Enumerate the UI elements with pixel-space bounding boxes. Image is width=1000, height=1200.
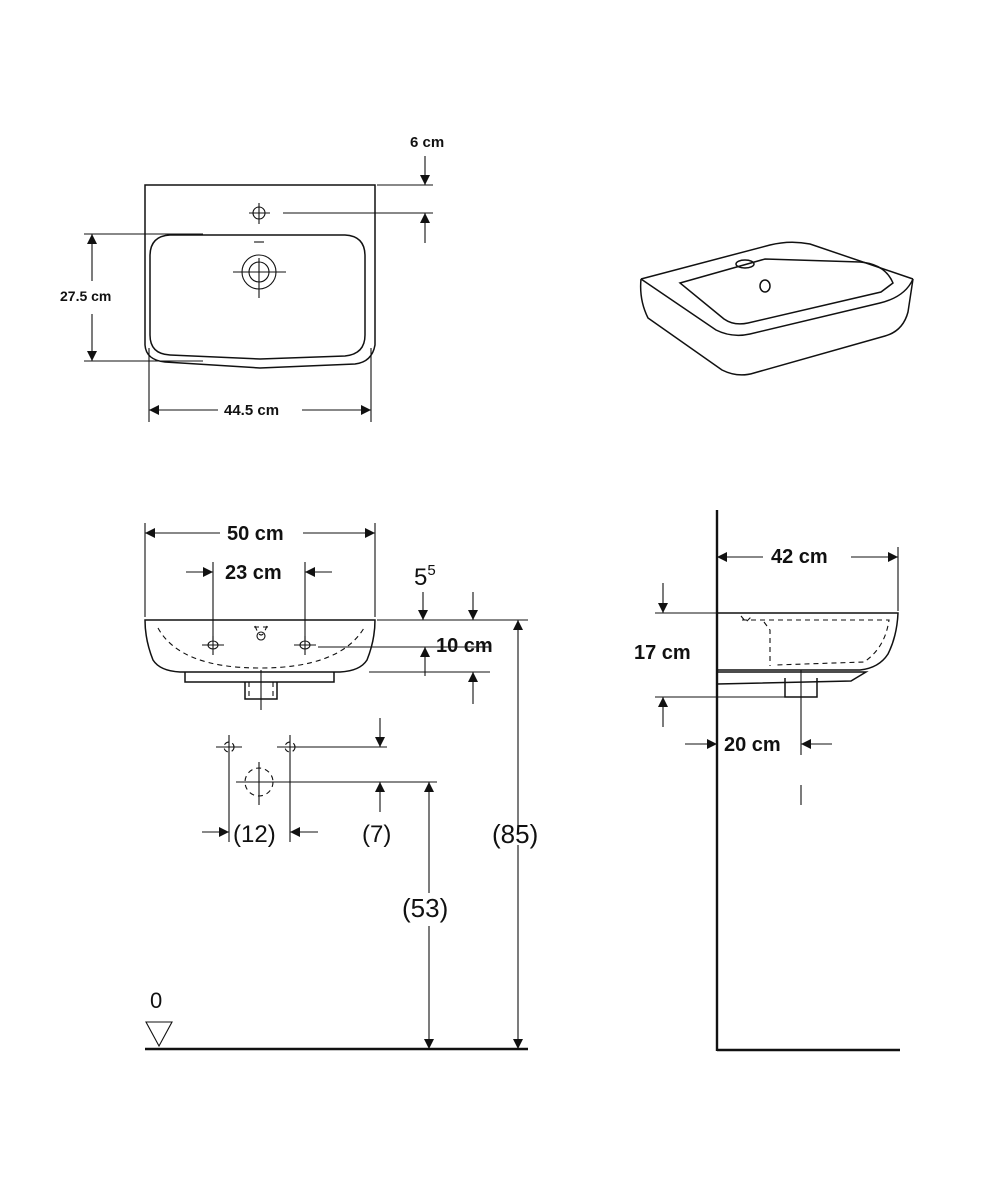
side-view-basin [717,612,899,671]
drain-symbol [233,241,286,298]
dimension-label-rim: 55 [414,562,436,591]
dimension-label-50cm: 50 cm [227,523,284,545]
dimension-label-7: (7) [362,821,391,848]
dimension-width-top: 44.5 cm [148,348,372,422]
supply-connection-left [216,735,242,842]
side-view: 42 cm 17 cm 20 cm [634,510,900,1052]
dimension-label-20cm: 20 cm [724,734,781,756]
top-view-bowl [149,234,366,360]
dimension-bowl-height: 10 cm [318,635,493,704]
dimension-label-12: (12) [233,821,276,848]
dimension-rim: 55 [377,562,528,621]
tap-hole-symbol [249,203,270,224]
top-view-outline [144,184,376,369]
dimension-label-23cm: 23 cm [225,562,282,584]
dimension-label-27-5cm: 27.5 cm [60,288,111,304]
dimension-label-44-5cm: 44.5 cm [224,402,279,419]
floor-level-marker [145,1021,173,1048]
front-view-basin [144,619,376,673]
waste-outlet-symbol [236,762,437,805]
dimension-label-85: (85) [492,819,538,849]
dimension-label-10cm: 10 cm [436,635,493,657]
supply-connection-right [277,735,387,842]
dimension-label-6cm: 6 cm [410,134,444,151]
dimension-tap-offset: 6 cm [283,134,444,243]
dimension-label-0: 0 [150,988,162,1013]
dimension-overall-width: 50 cm [144,523,376,617]
dimension-label-53: (53) [402,893,448,923]
top-view: 6 cm 27.5 cm 44.5 cm [60,134,444,422]
front-view: 50 cm 23 cm 55 10 cm [144,523,538,1051]
rim-label-base: 5 [414,564,427,591]
dimension-depth: 27.5 cm [60,233,203,362]
dimension-label-17cm: 17 cm [634,642,691,664]
dimension-label-42cm: 42 cm [771,546,828,568]
dimension-hole-spacing: 23 cm [186,562,332,640]
rim-label-exponent: 5 [427,562,435,579]
perspective-view [639,241,914,376]
